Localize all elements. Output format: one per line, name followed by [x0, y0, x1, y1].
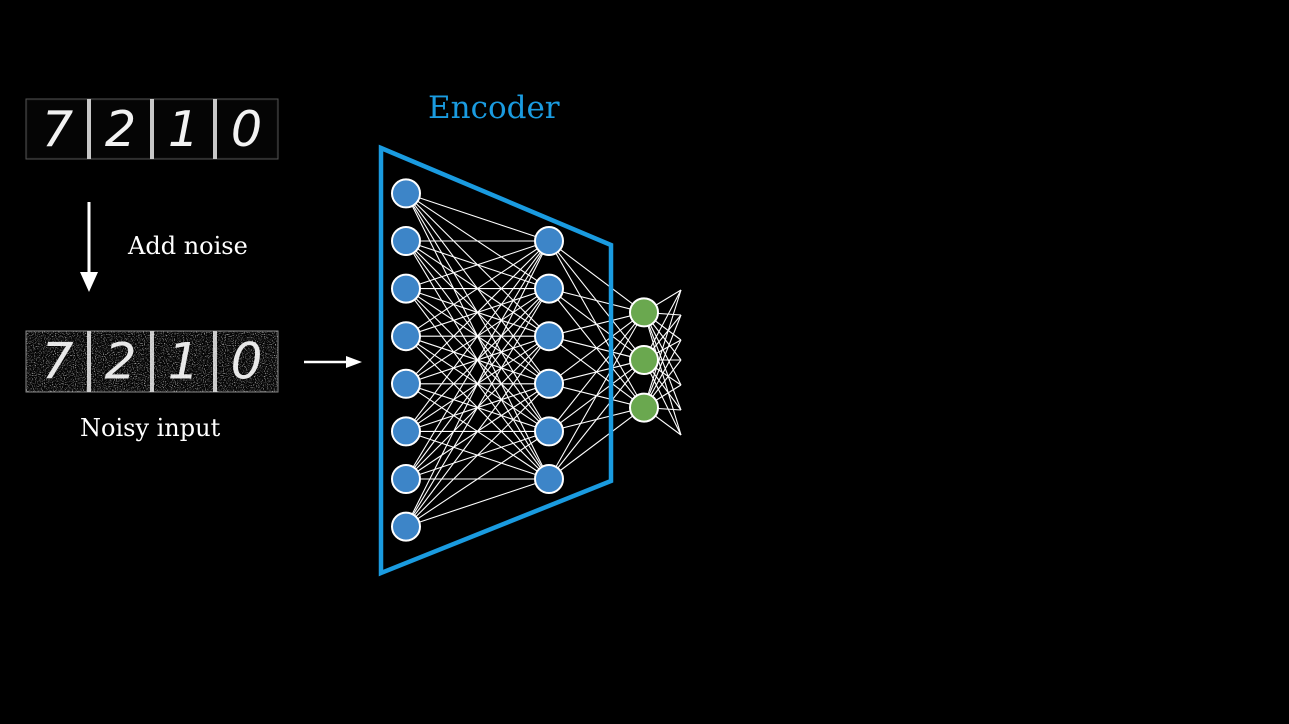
encoder-node [534, 273, 564, 304]
encoder-node [391, 178, 421, 209]
network-edge [405, 240, 550, 385]
network-edge [405, 240, 550, 337]
encoder-node [391, 511, 421, 542]
network-edge [405, 288, 550, 527]
clean-digit-cell: 0 [217, 100, 276, 158]
network-edge [405, 240, 550, 480]
encoder-node [391, 416, 421, 447]
encoder-node [391, 273, 421, 304]
encoder-title: Encoder [428, 90, 560, 126]
latent-node [629, 345, 659, 375]
add-noise-label: Add noise [127, 232, 248, 260]
clean-digit: 0 [231, 100, 262, 158]
encoder-node [534, 464, 564, 494]
encoder-node [534, 416, 564, 447]
network-edge [405, 430, 550, 528]
encoder-node [534, 368, 564, 399]
arrow-right-icon [304, 356, 362, 368]
network-edge [548, 288, 645, 313]
clean-digit-cell: 7 [28, 100, 87, 158]
noisy-input-label: Noisy input [80, 414, 221, 442]
encoder-trapezoid [378, 144, 614, 577]
arrow-down-icon [80, 202, 98, 292]
network-edge-outgoing [643, 289, 682, 408]
network-edge [405, 335, 550, 527]
encoder-node [391, 226, 421, 256]
network-edge [405, 240, 550, 527]
clean-digit: 2 [105, 100, 136, 158]
latent-node [629, 297, 659, 328]
network-edge-outgoing [643, 314, 682, 408]
encoder-node [534, 226, 564, 256]
network-edge [405, 240, 550, 290]
network-edge [405, 240, 550, 432]
network-edge [405, 383, 550, 527]
network-edges [405, 192, 682, 528]
encoder-node [534, 321, 564, 352]
noise-overlay [26, 331, 278, 392]
network-edge [548, 311, 645, 337]
clean-digit-cell: 1 [154, 100, 213, 158]
network-edge [548, 407, 645, 480]
network-edge [548, 312, 645, 480]
network-edge [405, 192, 550, 242]
network-edge [548, 359, 645, 480]
encoder-node [391, 464, 421, 494]
latent-node [629, 392, 659, 423]
clean-digit: 1 [168, 100, 199, 158]
encoder-node [391, 368, 421, 399]
encoder-node [391, 321, 421, 352]
network-edge [405, 478, 550, 528]
clean-digit-cell: 2 [91, 100, 150, 158]
network-edge [548, 311, 645, 385]
network-edge [548, 312, 645, 432]
clean-digit: 7 [42, 100, 73, 158]
network-edge [548, 240, 645, 313]
network-nodes [391, 178, 659, 542]
